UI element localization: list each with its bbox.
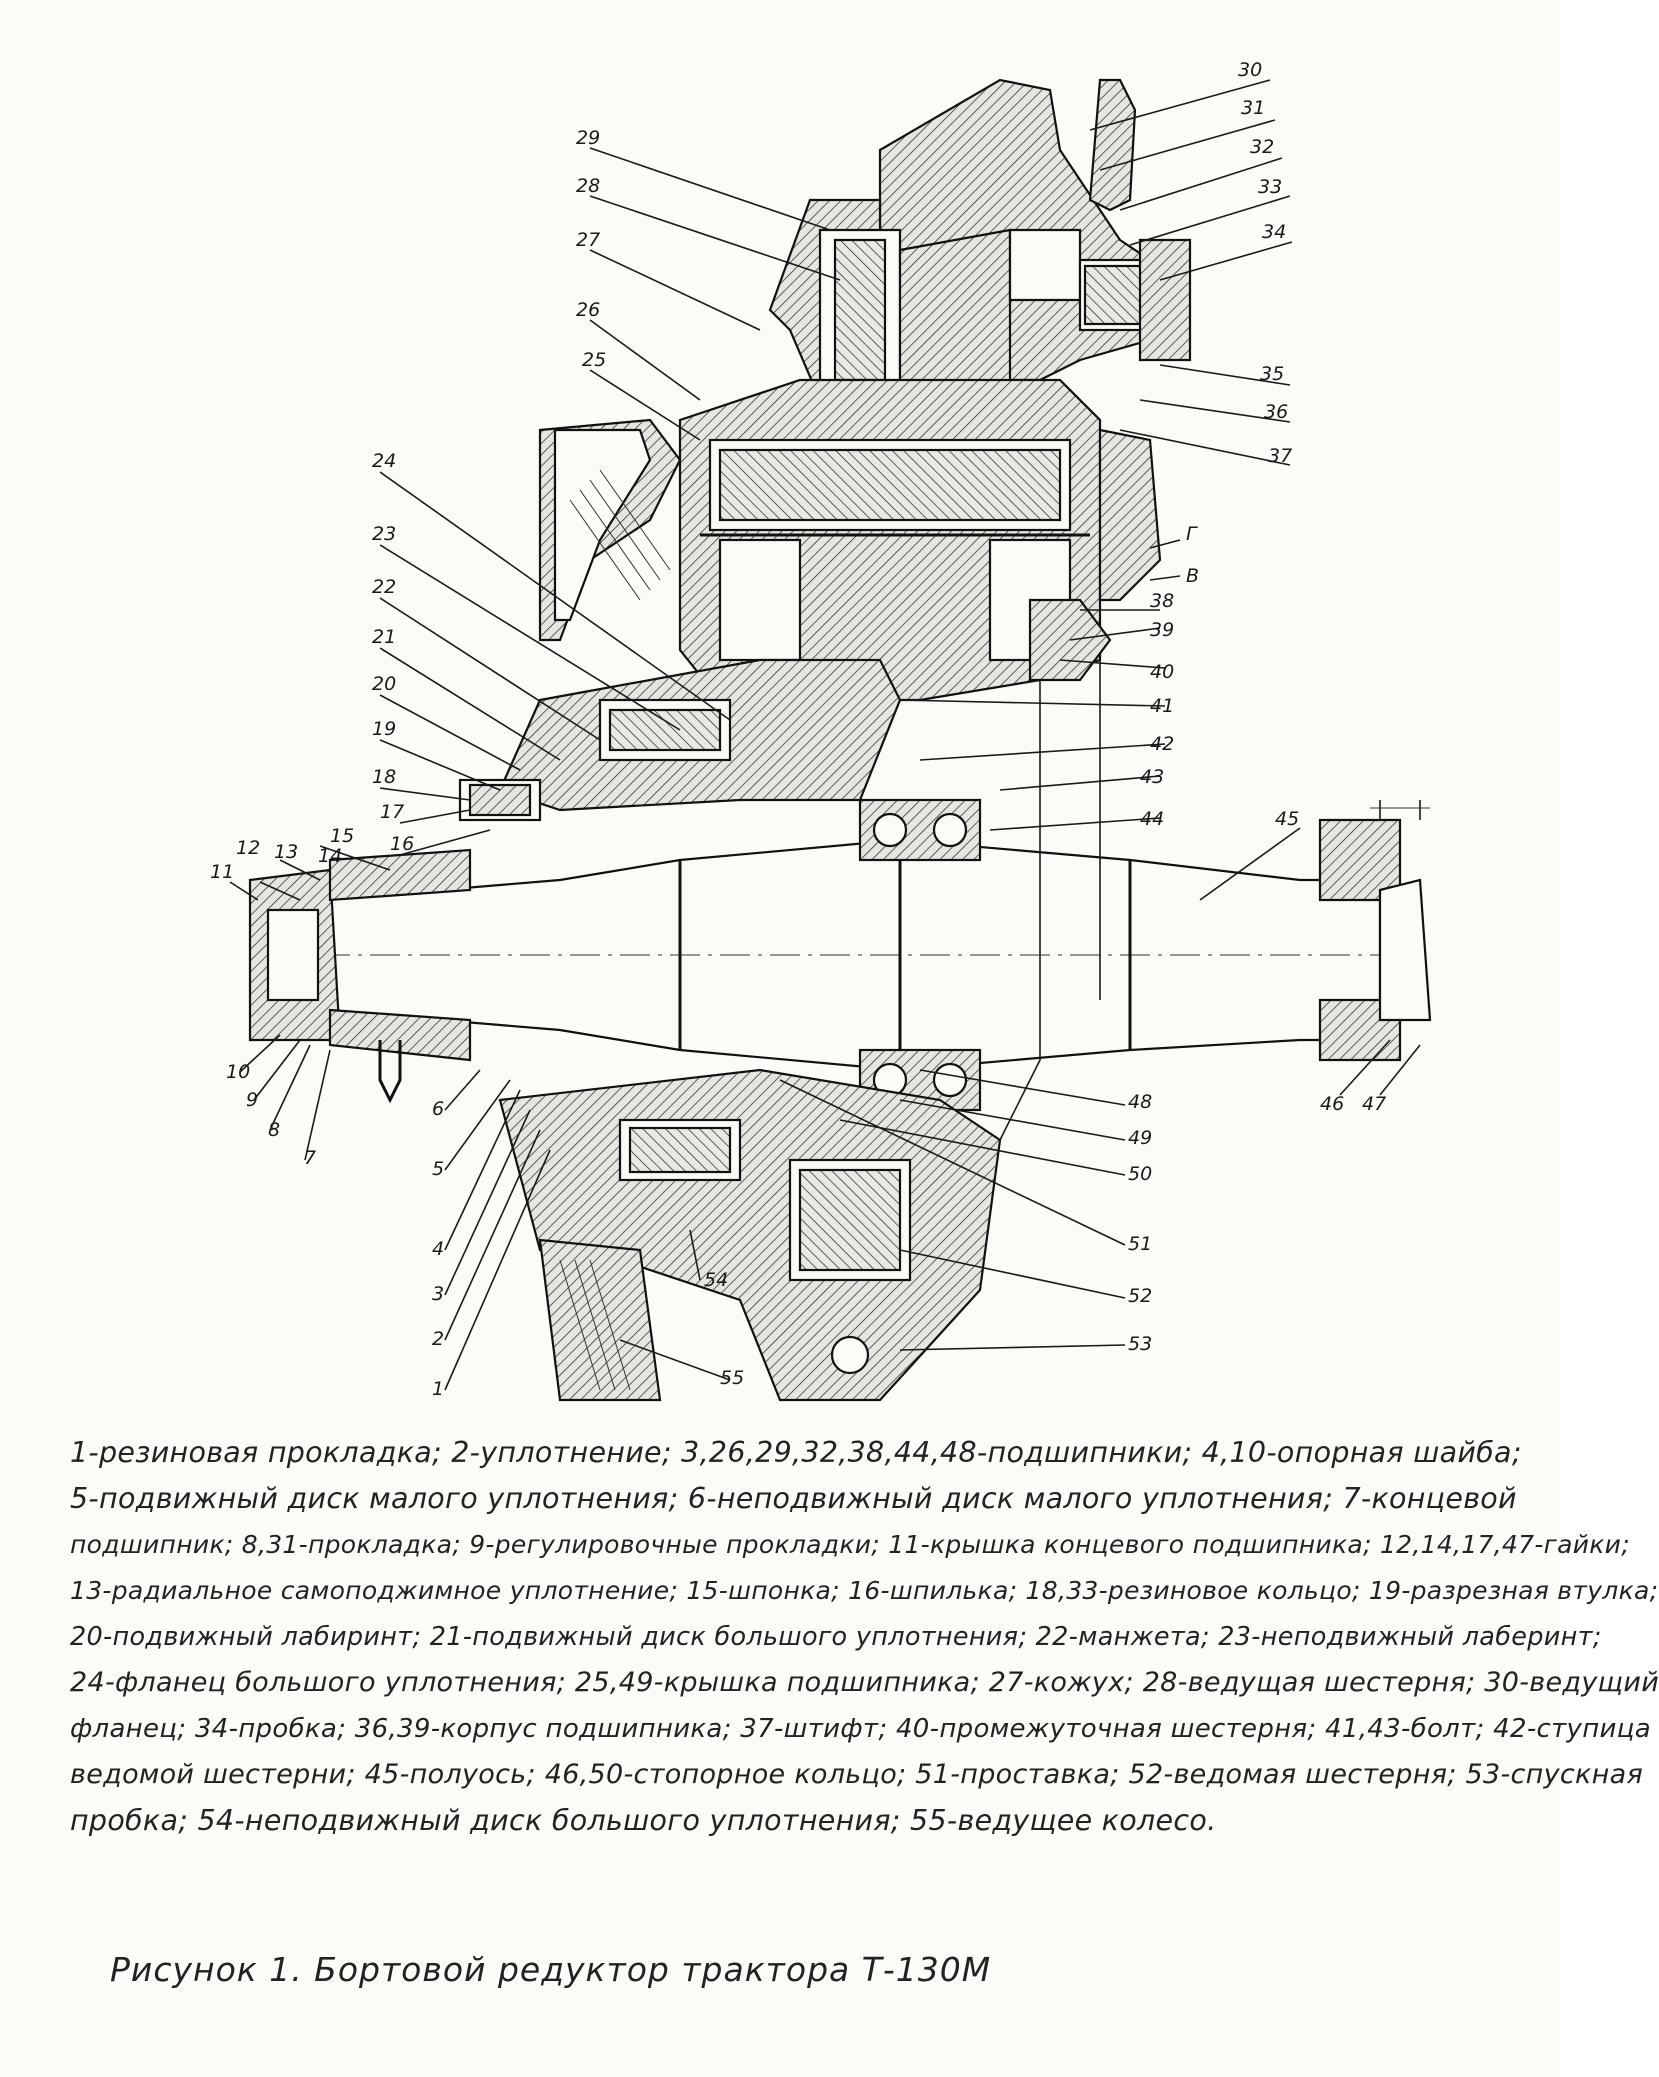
label-39: 39 — [1150, 619, 1174, 641]
label-20: 20 — [372, 673, 396, 695]
label-35: 35 — [1260, 363, 1284, 385]
label-8: 8 — [268, 1119, 280, 1141]
label-11: 11 — [210, 861, 234, 883]
label-29: 29 — [576, 127, 600, 149]
label-3: 3 — [432, 1283, 444, 1305]
label-33: 33 — [1258, 176, 1282, 198]
label-38: 38 — [1150, 590, 1174, 612]
legend-line: пробка; 54-неподвижный диск большого упл… — [70, 1804, 1217, 1837]
label-54: 54 — [704, 1269, 728, 1291]
label-34: 34 — [1262, 221, 1286, 243]
label-30: 30 — [1238, 59, 1262, 81]
label-43: 43 — [1140, 766, 1164, 788]
part-labels: 30 31 32 33 34 35 36 37 Г В 38 39 40 41 … — [210, 59, 1386, 1400]
legend-line: 1-резиновая прокладка; 2-уплотнение; 3,2… — [70, 1436, 1522, 1469]
label-52: 52 — [1128, 1285, 1152, 1307]
label-37: 37 — [1268, 445, 1292, 467]
legend-line: 20-подвижный лабиринт; 21-подвижный диск… — [70, 1622, 1602, 1652]
label-49: 49 — [1128, 1127, 1152, 1149]
legend-line: ведомой шестерни; 45-полуось; 46,50-стоп… — [70, 1759, 1643, 1790]
label-G: Г — [1186, 523, 1198, 545]
label-24: 24 — [372, 450, 396, 472]
label-21: 21 — [372, 626, 396, 648]
label-50: 50 — [1128, 1163, 1152, 1185]
label-40: 40 — [1150, 661, 1174, 683]
label-32: 32 — [1250, 136, 1274, 158]
label-27: 27 — [576, 229, 600, 251]
label-19: 19 — [372, 718, 396, 740]
label-41: 41 — [1150, 695, 1174, 717]
label-12: 12 — [236, 837, 260, 859]
label-45: 45 — [1275, 808, 1299, 830]
label-2: 2 — [432, 1328, 444, 1350]
label-14: 14 — [318, 845, 342, 867]
label-44: 44 — [1140, 808, 1164, 830]
housing-lower — [498, 660, 1101, 1402]
legend-line: 5-подвижный диск малого уплотнения; 6-не… — [70, 1482, 1517, 1515]
label-1: 1 — [432, 1378, 444, 1400]
legend-line: 13-радиальное самоподжимное уплотнение; … — [70, 1576, 1659, 1605]
document-page: 30 31 32 33 34 35 36 37 Г В 38 39 40 41 … — [70, 59, 1659, 1989]
label-15: 15 — [330, 825, 354, 847]
label-31: 31 — [1241, 97, 1265, 119]
label-47: 47 — [1362, 1093, 1386, 1115]
axle-shaft — [248, 798, 1432, 1112]
leader-lines — [229, 79, 1421, 1391]
parts-legend: 1-резиновая прокладка; 2-уплотнение; 3,2… — [70, 1430, 1659, 1844]
label-46: 46 — [1320, 1093, 1344, 1115]
label-9: 9 — [246, 1089, 258, 1111]
label-V: В — [1186, 565, 1199, 587]
housing-upper — [768, 78, 1192, 402]
label-16: 16 — [390, 833, 414, 855]
label-55: 55 — [720, 1367, 744, 1389]
legend-line: фланец; 34-пробка; 36,39-корпус подшипни… — [70, 1714, 1651, 1744]
label-36: 36 — [1264, 401, 1288, 423]
housing-middle — [678, 378, 1162, 702]
legend-line: 24-фланец большого уплотнения; 25,49-кры… — [70, 1667, 1659, 1698]
label-23: 23 — [372, 523, 396, 545]
label-10: 10 — [226, 1061, 250, 1083]
label-4: 4 — [432, 1238, 444, 1260]
label-25: 25 — [582, 349, 606, 371]
label-5: 5 — [432, 1158, 444, 1180]
label-22: 22 — [372, 576, 396, 598]
figure-caption: Рисунок 1. Бортовой редуктор трактора Т-… — [110, 1950, 992, 1989]
label-7: 7 — [304, 1147, 316, 1169]
wheel-hub-left — [458, 418, 902, 822]
label-48: 48 — [1128, 1091, 1152, 1113]
label-13: 13 — [274, 841, 298, 863]
label-53: 53 — [1128, 1333, 1152, 1355]
label-28: 28 — [576, 175, 600, 197]
label-6: 6 — [432, 1098, 444, 1120]
label-18: 18 — [372, 766, 396, 788]
legend-line: подшипник; 8,31-прокладка; 9-регулировоч… — [70, 1530, 1630, 1559]
final-drive-drawing: 30 31 32 33 34 35 36 37 Г В 38 39 40 41 … — [210, 59, 1432, 1402]
label-26: 26 — [576, 299, 600, 321]
label-51: 51 — [1128, 1233, 1152, 1255]
label-17: 17 — [380, 801, 404, 823]
label-42: 42 — [1150, 733, 1174, 755]
